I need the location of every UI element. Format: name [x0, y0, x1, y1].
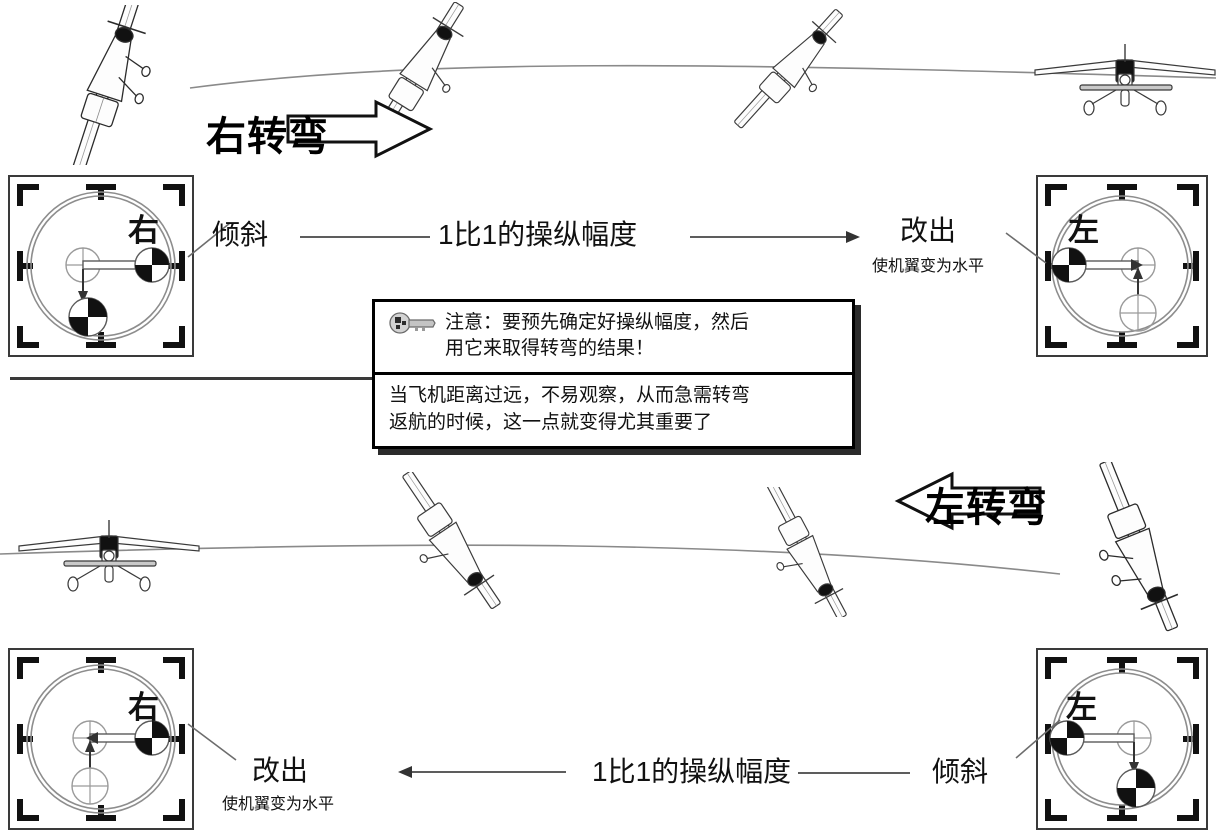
stick-gate-graphic [26, 191, 176, 341]
corner-bracket-bl [1045, 799, 1067, 821]
corner-bracket-bl [1045, 326, 1067, 348]
callout-note-line-2: 用它来取得转弯的结果！ [445, 338, 655, 360]
bottom-bank-leader-line [1015, 719, 1061, 759]
tick-left [17, 263, 33, 269]
top-ratio-arrow-right [690, 231, 860, 243]
corner-bracket-bl [17, 326, 39, 348]
corner-bracket-br [163, 326, 185, 348]
corner-bracket-tl [17, 184, 39, 206]
tick-bottom-cap [86, 342, 116, 348]
callout-body-line-2: 返航的时候，这一点就变得尤其重要了 [389, 411, 713, 433]
tick-left-cap [1045, 724, 1051, 754]
corner-bracket-tr [163, 184, 185, 206]
aircraft-shallow-bank-right [734, 9, 843, 129]
aircraft-wings-level [18, 520, 200, 592]
top-right-stick-direction: 左 [1068, 213, 1099, 248]
bottom-recover-sub-label: 使机翼变为水平 [222, 796, 335, 813]
callout-body-section: 当飞机距离过远，不易观察，从而急需转弯 返航的时候，这一点就变得尤其重要了 [375, 372, 852, 445]
tick-bottom-cap [1107, 342, 1137, 348]
tick-right-cap [179, 251, 185, 281]
tick-right [169, 736, 185, 742]
tick-right [1183, 736, 1199, 742]
tick-bottom-cap [1107, 815, 1137, 821]
bottom-rule-right [798, 772, 910, 774]
stick-gate-graphic [1049, 668, 1193, 810]
aircraft-steep-bank-right [72, 5, 151, 165]
tick-bottom [1119, 332, 1125, 348]
bottom-recover-leader-line [187, 723, 237, 761]
bottom-bank-label: 倾斜 [932, 756, 989, 787]
corner-bracket-tr [1177, 184, 1199, 206]
key-icon [389, 312, 436, 334]
tick-right-cap [1193, 251, 1199, 281]
top-left-transmitter[interactable]: 右 [8, 175, 194, 357]
bottom-left-transmitter[interactable]: 右 [8, 648, 194, 830]
stick-gate-graphic [1051, 195, 1193, 337]
top-bank-leader-line [187, 222, 231, 258]
aircraft-bank-right [372, 2, 464, 140]
stick-gate-graphic [26, 664, 176, 814]
callout-body-line-1: 当飞机距离过远，不易观察，从而急需转弯 [389, 385, 751, 407]
tick-right [1183, 263, 1199, 269]
bottom-left-stick-direction: 右 [128, 690, 159, 725]
bottom-sequence: 左转弯 [0, 462, 1216, 642]
aircraft-bank-left [766, 487, 847, 617]
top-rule-left [300, 236, 430, 238]
tick-right-cap [1193, 724, 1199, 754]
section-divider [10, 377, 382, 380]
corner-bracket-tr [163, 657, 185, 679]
bottom-right-stick-direction: 左 [1066, 690, 1097, 725]
aircraft-steep-bank-left [1099, 462, 1179, 632]
tick-bottom [1119, 805, 1125, 821]
tick-left [17, 736, 33, 742]
left-turn-arrow-icon [894, 471, 1042, 531]
corner-bracket-br [163, 799, 185, 821]
corner-bracket-tl [1045, 184, 1067, 206]
top-recover-label: 改出 [900, 215, 957, 246]
callout-note-line-1-row: 注意：要预先确定好操纵幅度，然后 [389, 310, 838, 336]
tick-left-cap [17, 724, 23, 754]
tick-top-cap [1107, 657, 1137, 663]
corner-bracket-br [1177, 326, 1199, 348]
bottom-ratio-arrow-left [398, 766, 566, 778]
tick-left-cap [1045, 251, 1051, 281]
aircraft-shallow-bank-left [402, 472, 501, 609]
top-left-stick-direction: 右 [128, 213, 159, 248]
top-bank-label: 倾斜 [212, 219, 269, 250]
bottom-turn-label: 左转弯 [925, 486, 1048, 530]
right-turn-arrow-icon [286, 99, 434, 159]
top-recover-leader-line [1005, 232, 1047, 264]
tick-top [1119, 657, 1125, 673]
tick-bottom-cap [86, 815, 116, 821]
bottom-ratio-label: 1比1的操纵幅度 [592, 756, 792, 787]
corner-bracket-br [1177, 799, 1199, 821]
tick-right-cap [179, 724, 185, 754]
aircraft-wings-level [1034, 44, 1216, 116]
tick-top-cap [86, 657, 116, 663]
corner-bracket-bl [17, 799, 39, 821]
tick-right [169, 263, 185, 269]
top-recover-sub-label: 使机翼变为水平 [872, 258, 985, 275]
top-sequence: 右转弯 [0, 0, 1216, 175]
corner-bracket-tl [1045, 657, 1067, 679]
top-turn-label: 右转弯 [206, 115, 329, 159]
corner-bracket-tr [1177, 657, 1199, 679]
bottom-recover-label: 改出 [252, 755, 309, 786]
important-note-callout: 注意：要预先确定好操纵幅度，然后 用它来取得转弯的结果！ 当飞机距离过远，不易观… [372, 299, 855, 449]
callout-note-line-1: 注意：要预先确定好操纵幅度，然后 [445, 312, 750, 333]
tick-left-cap [17, 251, 23, 281]
top-ratio-label: 1比1的操纵幅度 [438, 219, 638, 250]
bottom-right-transmitter[interactable]: 左 [1036, 648, 1208, 830]
top-right-transmitter[interactable]: 左 [1036, 175, 1208, 357]
corner-bracket-tl [17, 657, 39, 679]
tick-top-cap [1107, 184, 1137, 190]
callout-note-section: 注意：要预先确定好操纵幅度，然后 用它来取得转弯的结果！ [375, 302, 852, 372]
tick-top-cap [86, 184, 116, 190]
tick-top [1119, 184, 1125, 200]
